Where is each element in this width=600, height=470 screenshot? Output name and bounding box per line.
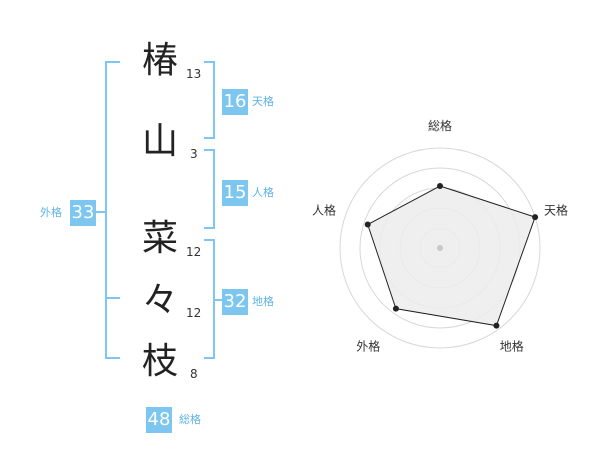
name-char-2: 山 — [141, 121, 178, 162]
tenkaku-bracket — [204, 61, 215, 139]
soukaku-label: 総格 — [179, 413, 201, 426]
tenkaku-value: 16 — [222, 89, 248, 115]
radar-axis-label-1: 総格 — [428, 118, 452, 133]
soukaku-value: 48 — [146, 407, 172, 433]
chikaku-label: 地格 — [252, 295, 274, 308]
gaikaku-label: 外格 — [40, 206, 62, 219]
radar-point-4 — [392, 305, 399, 312]
radar-point-5 — [364, 221, 371, 228]
name-char-5: 枝 — [141, 341, 178, 382]
tenkaku-label: 天格 — [252, 95, 274, 108]
radar-axis-label-3: 地格 — [500, 339, 524, 354]
name-char-3: 菜 — [141, 218, 178, 259]
name-char-4: 々 — [141, 280, 178, 321]
radar-ring-5 — [339, 147, 541, 349]
radar-point-3 — [493, 322, 500, 329]
stroke-count-4: 12 — [186, 306, 202, 320]
radar-axis-label-5: 人格 — [312, 202, 336, 217]
radar-center-dot — [437, 245, 443, 251]
stroke-count-5: 8 — [190, 367, 198, 381]
radar-point-1 — [437, 183, 443, 189]
gaikaku-value: 33 — [70, 200, 96, 226]
stroke-count-3: 12 — [186, 245, 202, 259]
radar-axis-label-2: 天格 — [544, 202, 568, 217]
jinkaku-label: 人格 — [252, 186, 274, 199]
radar-point-2 — [532, 214, 539, 221]
chikaku-bracket — [204, 239, 215, 359]
radar-axis-label-4: 外格 — [356, 339, 380, 354]
name-char-1: 椿 — [141, 40, 178, 81]
jinkaku-value: 15 — [222, 180, 248, 206]
gaikaku-bracket — [105, 61, 120, 359]
stroke-count-2: 3 — [190, 147, 198, 161]
stroke-count-1: 13 — [186, 67, 202, 81]
jinkaku-bracket — [204, 149, 215, 229]
radar-polygon — [367, 185, 536, 327]
chikaku-value: 32 — [222, 289, 248, 315]
